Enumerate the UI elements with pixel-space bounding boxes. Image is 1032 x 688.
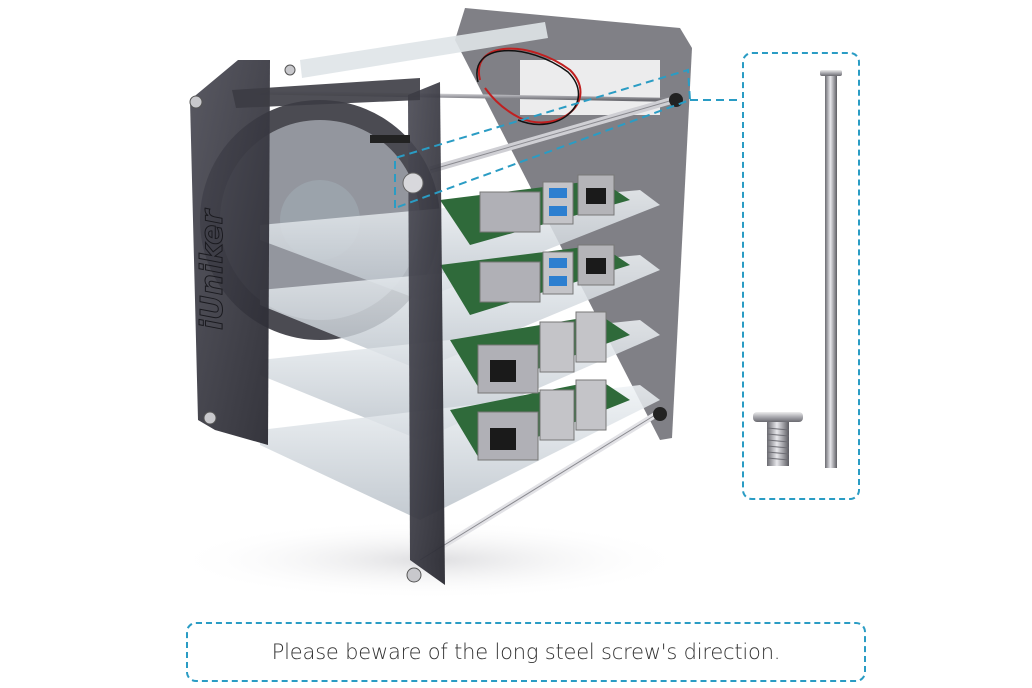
front-acrylic-frame [232,64,445,585]
short-screw [753,412,803,466]
caption-text: Please beware of the long steel screw's … [271,640,781,664]
usb-ethernet-ports [477,174,615,461]
fan-wire-red [477,47,582,124]
callout-lines [394,68,742,209]
rod-end [669,93,683,107]
caption-box: Please beware of the long steel screw's … [186,622,866,682]
long-steel-screw [820,70,842,468]
svg-text:iUniker: iUniker [195,207,230,330]
screw-callout-box [742,52,860,500]
rod-end [653,407,667,421]
side-acrylic-plate: iUniker [189,60,270,445]
fan-wire-black [476,49,580,126]
